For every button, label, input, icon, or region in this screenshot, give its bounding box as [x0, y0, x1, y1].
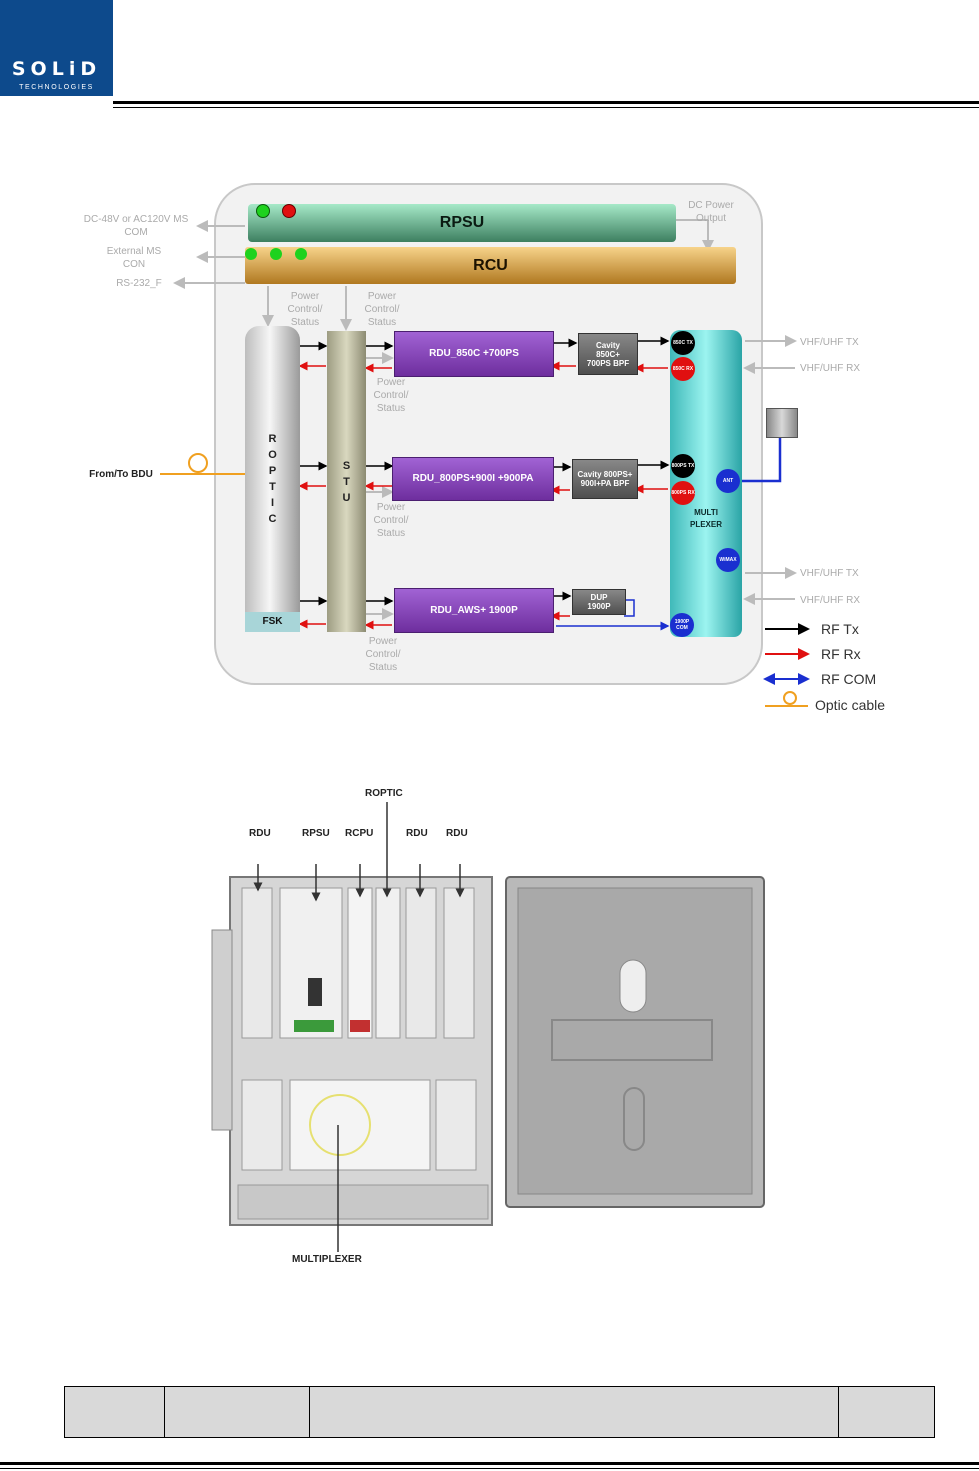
power-control-status-3: Power Control/ Status: [373, 377, 409, 414]
power-control-status-1: Power Control/ Status: [287, 291, 323, 328]
photo-label-roptic: ROPTIC: [365, 788, 403, 799]
from-to-bdu-label: From/To BDU: [89, 469, 153, 480]
legend-rf-com: RF COM: [821, 671, 877, 687]
legend-rf-rx: RF Rx: [821, 646, 861, 662]
rdu-850c-label: RDU_850C +700PS: [429, 348, 519, 359]
port-850c-rx-label: 850C RX: [672, 366, 694, 372]
power-control-status-2: Power Control/ Status: [364, 291, 400, 328]
fsk-block: FSK: [245, 612, 300, 632]
logo-subtitle: TECHNOLOGIES: [19, 84, 94, 91]
multiplexer-label: MULTI PLEXER: [689, 507, 722, 529]
photo-label-multiplexer: MULTIPLEXER: [292, 1254, 362, 1265]
port-850c-tx-label: 850C TX: [673, 340, 693, 346]
photo-label-rcpu: RCPU: [345, 828, 374, 839]
port-800ps-rx: 800PS RX: [671, 481, 695, 505]
footer-rule-thick: [0, 1462, 979, 1465]
stu-block: S T U: [327, 331, 366, 632]
photo-label-rdu-3: RDU: [446, 828, 468, 839]
port-800ps-tx-label: 800PS TX: [671, 463, 695, 469]
photo-label-rpsu: RPSU: [302, 828, 330, 839]
port-850c-tx: 850C TX: [671, 331, 695, 355]
fsk-label: FSK: [262, 616, 283, 627]
company-logo: SOLiD TECHNOLOGIES: [0, 0, 113, 96]
port-1900p-com-label: 1900P COM: [674, 619, 690, 631]
rcu-block: RCU: [245, 247, 736, 284]
rpsu-label: RPSU: [439, 214, 485, 231]
photo-label-rdu-1: RDU: [249, 828, 271, 839]
rdu-aws-label: RDU_AWS+ 1900P: [430, 604, 518, 616]
rdu-850c-block: RDU_850C +700PS: [394, 331, 554, 377]
header-rule-thin: [113, 107, 979, 108]
footer-cell-4: [838, 1386, 935, 1438]
rpsu-led-green: [256, 204, 270, 218]
logo-wordmark: SOLiD: [11, 58, 102, 80]
footer-cell-2: [164, 1386, 310, 1438]
port-800ps-rx-label: 800PS RX: [671, 490, 695, 496]
rpsu-led-red: [282, 204, 296, 218]
port-850c-rx: 850C RX: [671, 357, 695, 381]
power-control-status-4: Power Control/ Status: [373, 502, 409, 539]
antenna-icon: [766, 408, 798, 438]
rcu-led-3: [295, 248, 307, 260]
rcu-led-1: [245, 248, 257, 260]
port-800ps-tx: 800PS TX: [671, 454, 695, 478]
rdu-aws-block: RDU_AWS+ 1900P: [394, 588, 554, 633]
port-1900p-com: 1900P COM: [670, 613, 694, 637]
cavity-850c-label: Cavity 850C+ 700PS BPF: [586, 340, 630, 368]
port-wimax-label: WiMAX: [719, 557, 737, 563]
cavity-850c-filter: Cavity 850C+ 700PS BPF: [578, 333, 638, 375]
footer-rule-thin: [0, 1468, 979, 1469]
port-ant: ANT: [716, 469, 740, 493]
rcu-led-2: [270, 248, 282, 260]
footer-cell-1: [64, 1386, 165, 1438]
footer-cell-3: [309, 1386, 839, 1438]
vhf-uhf-tx-label-1: VHF/UHF TX: [800, 337, 859, 348]
rdu-800ps-block: RDU_800PS+900I +900PA: [392, 457, 554, 501]
vhf-uhf-rx-label-1: VHF/UHF RX: [800, 363, 860, 374]
enclosure-illustration: [211, 802, 765, 1252]
power-control-status-5: Power Control/ Status: [365, 636, 401, 673]
legend-optic-cable: Optic cable: [815, 697, 886, 713]
port-ant-label: ANT: [722, 478, 734, 484]
rs232-label: RS-232_F: [116, 278, 162, 289]
rpsu-block: RPSU: [248, 204, 676, 242]
cavity-800ps-filter: Cavity 800PS+ 900I+PA BPF: [572, 459, 638, 499]
photo-label-rdu-2: RDU: [406, 828, 428, 839]
external-ms-con-label: External MS CON: [106, 246, 162, 270]
vhf-uhf-rx-label-2: VHF/UHF RX: [800, 595, 860, 606]
roptic-block: R O P T I C: [245, 326, 300, 632]
dc-power-output-label: DC Power Output: [688, 200, 734, 224]
footer-table: [64, 1386, 935, 1438]
rdu-800ps-label: RDU_800PS+900I +900PA: [412, 473, 534, 484]
legend-rf-tx: RF Tx: [821, 621, 859, 637]
stu-label: S T U: [342, 459, 351, 504]
dup-1900p-label: DUP 1900P: [587, 593, 611, 611]
port-wimax: WiMAX: [716, 548, 740, 572]
roptic-label: R O P T I C: [268, 433, 277, 525]
vhf-uhf-tx-label-2: VHF/UHF TX: [800, 568, 859, 579]
rcu-label: RCU: [473, 256, 508, 274]
power-input-label: DC-48V or AC120V MS COM: [83, 214, 189, 238]
header-rule-thick: [113, 101, 979, 104]
dup-1900p-filter: DUP 1900P: [572, 589, 626, 615]
cavity-800ps-label: Cavity 800PS+ 900I+PA BPF: [577, 470, 633, 488]
